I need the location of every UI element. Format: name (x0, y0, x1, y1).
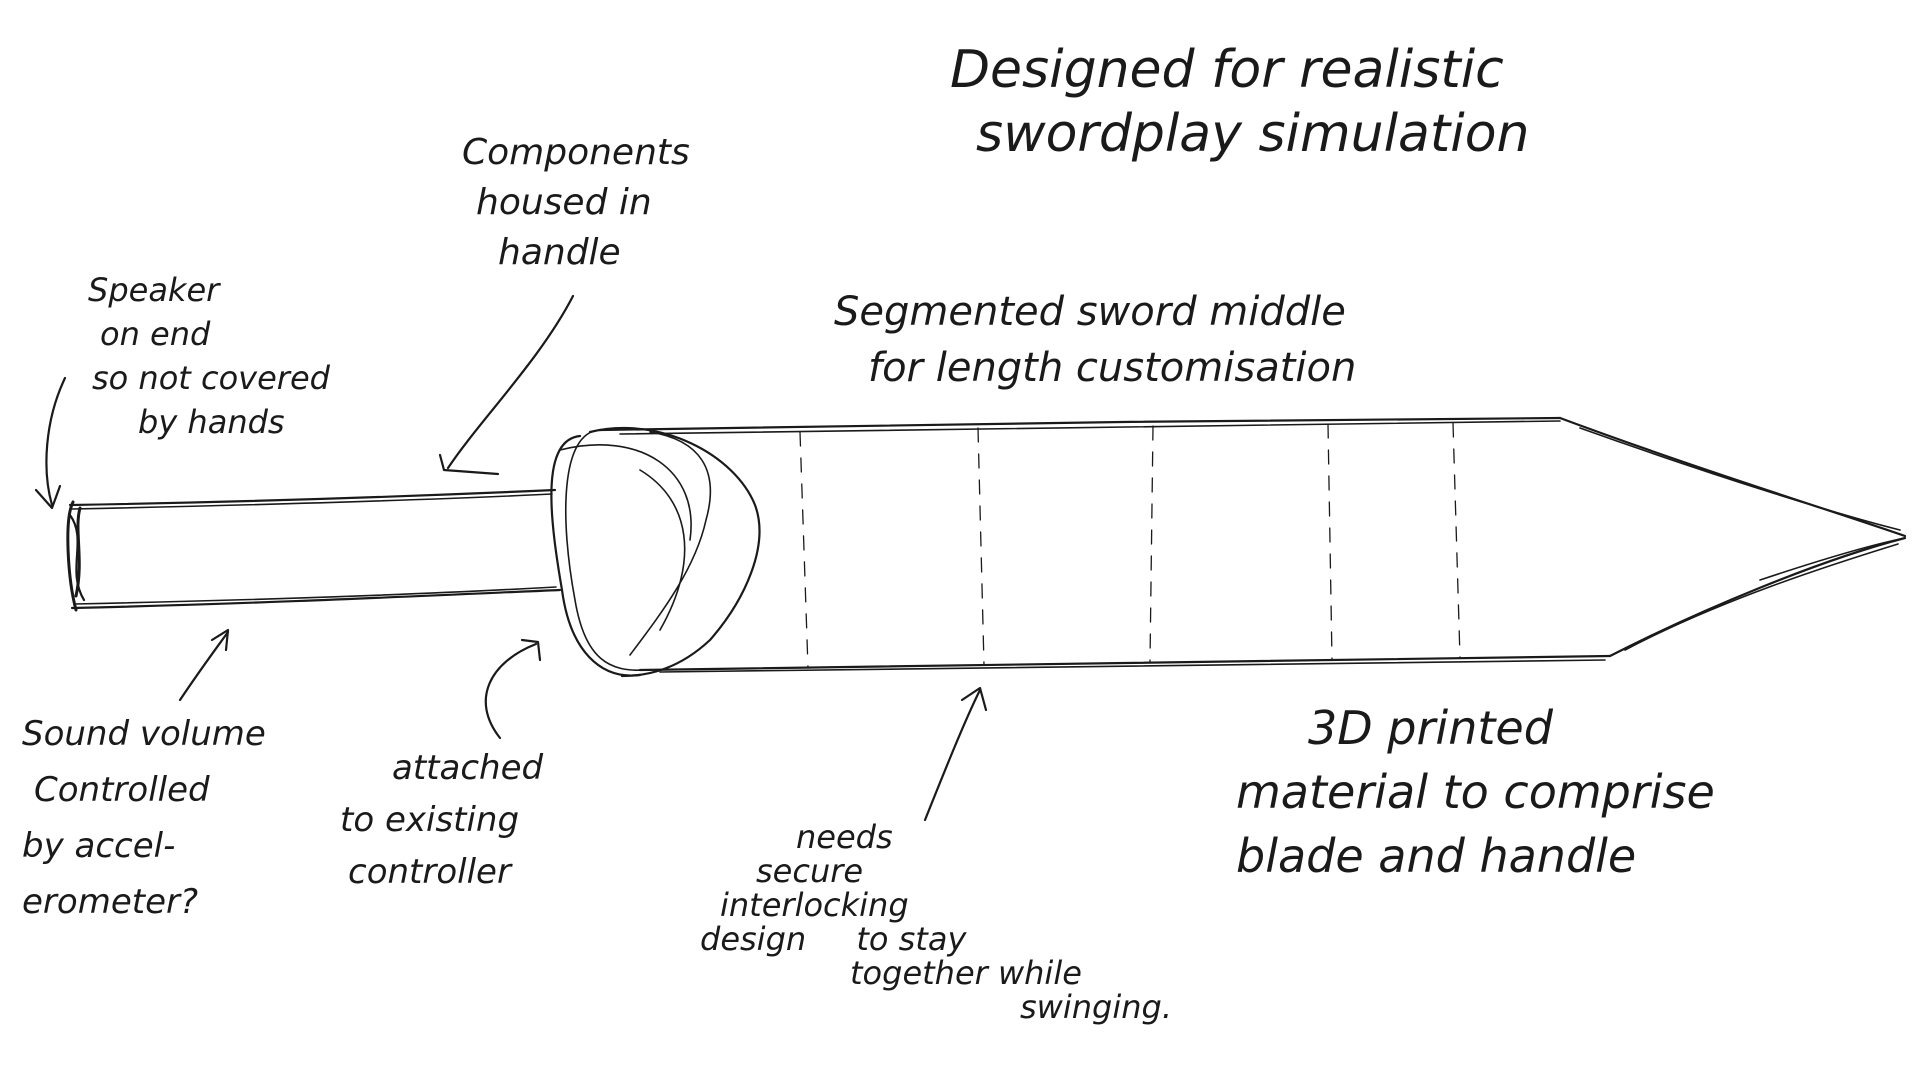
interlocking-line-1: needs (700, 820, 1172, 854)
interlocking-word-to-stay: to stay (856, 920, 966, 958)
sound-volume-line-2: Controlled (22, 762, 266, 818)
arrow-speaker (36, 378, 65, 508)
sword-handle (70, 490, 560, 608)
interlocking-line-6: swinging. (700, 990, 1172, 1024)
speaker-line-1: Speaker (88, 268, 330, 312)
attached-note: attached to existing controller (340, 742, 543, 898)
title-note: Designed for realistic swordplay simulat… (950, 38, 1530, 166)
components-line-3: handle (462, 228, 690, 278)
printed-line-1: 3D printed (1236, 696, 1715, 760)
sound-volume-line-4: erometer? (22, 874, 266, 930)
components-line-1: Components (462, 128, 690, 178)
components-note: Components housed in handle (462, 128, 690, 278)
arrow-attached (486, 640, 540, 738)
interlocking-line-3: interlocking (700, 888, 1172, 922)
arrow-sound-volume (180, 630, 228, 700)
printed-note: 3D printed material to comprise blade an… (1236, 696, 1715, 888)
arrow-interlocking (925, 688, 986, 820)
interlocking-word-design: design (700, 920, 806, 958)
speaker-line-4: by hands (88, 400, 330, 444)
printed-line-3: blade and handle (1236, 824, 1715, 888)
speaker-line-3: so not covered (88, 356, 330, 400)
title-line-1: Designed for realistic (950, 38, 1530, 102)
interlocking-line-5: together while (700, 956, 1172, 990)
sound-volume-line-3: by accel- (22, 818, 266, 874)
interlocking-note: needs secure interlocking design to stay… (700, 820, 1172, 1024)
sound-volume-note: Sound volume Controlled by accel- eromet… (22, 706, 266, 930)
interlocking-line-4: design to stay (700, 922, 1172, 956)
speaker-end (68, 502, 84, 610)
components-line-2: housed in (462, 178, 690, 228)
speaker-note: Speaker on end so not covered by hands (88, 268, 330, 444)
segmented-line-2: for length customisation (834, 340, 1356, 396)
arrow-components (440, 296, 573, 474)
speaker-line-2: on end (88, 312, 330, 356)
attached-line-3: controller (340, 846, 543, 898)
segmented-note: Segmented sword middle for length custom… (834, 284, 1356, 396)
title-line-2: swordplay simulation (950, 102, 1530, 166)
sword-guard (551, 428, 759, 676)
attached-line-2: to existing (340, 794, 543, 846)
sword-blade (600, 418, 1905, 672)
attached-line-1: attached (340, 742, 543, 794)
blade-segment-lines (800, 423, 1460, 668)
printed-line-2: material to comprise (1236, 760, 1715, 824)
segmented-line-1: Segmented sword middle (834, 284, 1356, 340)
sound-volume-line-1: Sound volume (22, 706, 266, 762)
interlocking-line-2: secure (700, 854, 1172, 888)
